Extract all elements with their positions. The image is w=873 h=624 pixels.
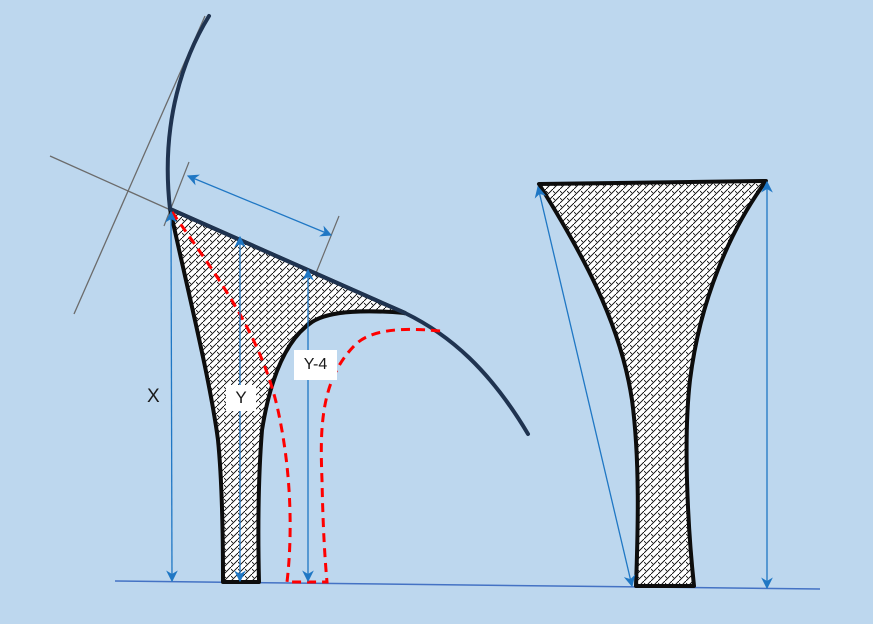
dimension-extension-line-right (313, 215, 340, 279)
heel-profile-hatched (168, 207, 407, 584)
dimension-arrow-x (165, 210, 178, 583)
dimension-arrow-slant-height (534, 185, 636, 588)
label-y-minus-4: Y-4 (294, 350, 337, 380)
dashed-alternate-heel-back (287, 327, 441, 584)
dimension-arrow-tangent-length (186, 174, 333, 237)
ground-line (114, 580, 821, 590)
heel-cover-pattern-hatched (537, 179, 768, 588)
label-x: X (147, 386, 160, 407)
dashed-alternate-heel-front (170, 211, 292, 583)
last-profile-curve (165, 14, 530, 436)
label-y: Y (226, 385, 256, 411)
